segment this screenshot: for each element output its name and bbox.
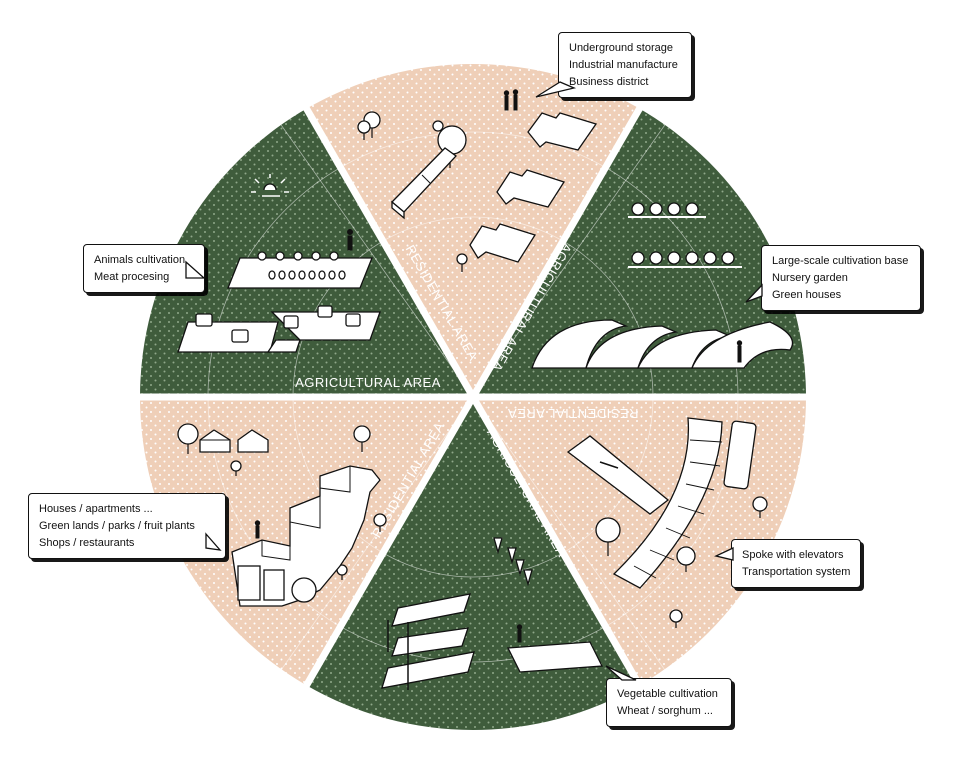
callout-line: Green lands / parks / fruit plants [39,520,195,532]
sector-divider [301,395,477,691]
chicken-row [257,251,339,261]
cattle-pad-icon [177,305,381,353]
callout-line: Wheat / sorghum ... [617,705,713,717]
callout-bottom: Vegetable cultivation Wheat / sorghum ..… [606,678,732,727]
callout-lower-right: Spoke with elevators Transportation syst… [731,539,861,588]
callout-top: Underground storage Industrial manufactu… [558,32,692,98]
tree-icon [357,111,381,140]
egg-row [268,270,346,280]
callout-line: Animals cultivation [94,254,186,266]
cow-icon [195,305,361,343]
nursery-row-icon [628,202,706,218]
callout-line: Business district [569,76,649,88]
callout-line: Nursery garden [772,272,848,284]
callout-upper-left: Animals cultivation Meat procesing [83,244,205,293]
poultry-pad-icon [227,229,373,289]
callout-line: Shops / restaurants [39,537,135,549]
field-pad-icon [381,593,475,690]
callout-line: Spoke with elevators [742,549,844,561]
illustrations [177,89,794,690]
callout-upper-right: Large-scale cultivation base Nursery gar… [761,245,921,311]
spoke-elevator-icon [566,417,757,589]
callout-line: Underground storage [569,42,673,54]
sun-icon [251,174,289,197]
sector-residential-top [306,63,640,397]
sector-divider [469,395,645,691]
callout-lower-left: Houses / apartments ... Green lands / pa… [28,493,226,559]
callout-line: Industrial manufacture [569,59,678,71]
callout-line: Meat procesing [94,271,170,283]
tree-icon [230,425,387,580]
house-icon [199,429,269,453]
apartment-block-icon [231,465,381,607]
sector-residential-lower-right [473,397,806,686]
callout-line: Large-scale cultivation base [772,255,909,267]
callout-line: Vegetable cultivation [617,688,718,700]
callout-line: Houses / apartments ... [39,503,153,515]
sector-dividers [136,103,810,691]
long-building-icon [391,147,457,220]
people-icon [503,89,519,111]
carrot-icon [493,537,533,587]
tree-icon [456,253,468,272]
label-residential-lower-right: RESIDENTIAL AREA [507,406,638,421]
nursery-row-icon [628,251,742,268]
callout-line: Green houses [772,289,842,301]
industrial-building-icon [469,112,598,263]
tree-icon [177,423,199,454]
greenhouse-icon [531,319,794,369]
sector-divider [301,103,477,399]
callout-line: Transportation system [742,566,851,578]
tree-icon [595,496,768,628]
field-pad-icon [506,624,604,673]
label-agricultural-upper-left: AGRICULTURAL AREA [295,375,441,390]
sector-divider [469,103,645,399]
